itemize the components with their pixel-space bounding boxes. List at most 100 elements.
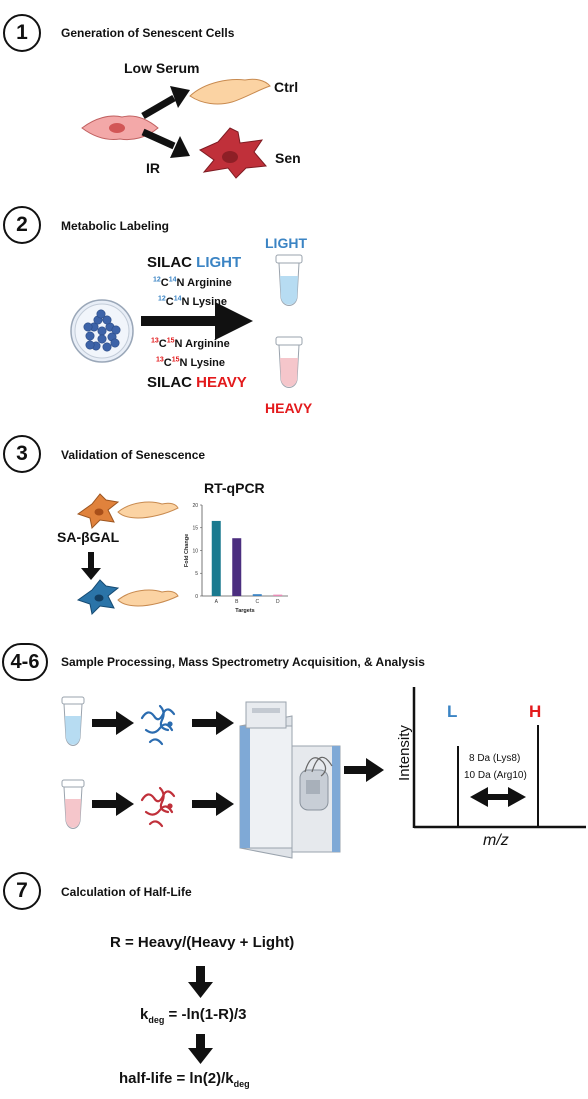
mass-spectrometer-icon	[239, 701, 341, 859]
step-1-title: Generation of Senescent Cells	[61, 26, 235, 40]
step-7-badge: 7	[3, 872, 41, 910]
tube-light-label: LIGHT	[265, 235, 307, 251]
step-7-title: Calculation of Half-Life	[61, 885, 192, 899]
light-arginine-label: 12C14N Arginine	[153, 276, 232, 289]
heavy-sample-tube-icon	[61, 779, 85, 829]
ratio-equation: R = Heavy/(Heavy + Light)	[110, 934, 295, 951]
light-peak-label: L	[447, 702, 458, 721]
iso-n: 14	[173, 295, 182, 303]
cell-dot	[85, 340, 95, 350]
arrow-to-ctrl-icon	[141, 86, 190, 120]
x-tick-label: D	[276, 599, 280, 605]
chart-y-label: Fold Change	[184, 534, 190, 567]
step-4-6-title: Sample Processing, Mass Spectrometry Acq…	[61, 655, 425, 669]
low-serum-label: Low Serum	[124, 60, 200, 76]
cell-sen-icon	[198, 127, 268, 179]
heavy-peak-label: H	[529, 702, 542, 721]
step-3-title: Validation of Senescence	[61, 448, 206, 462]
k-symbol: k	[140, 1006, 149, 1023]
iso-n: 15	[171, 356, 180, 364]
light-word: LIGHT	[196, 254, 242, 271]
carbon: C	[158, 338, 167, 350]
cell-ctrl-icon	[189, 78, 271, 105]
sa-gal-label: SA-βGAL	[57, 529, 120, 545]
cell-dot	[102, 342, 112, 352]
light-tube-icon	[275, 254, 303, 306]
heavy-tube-icon	[275, 336, 303, 388]
equation-arrows-icon	[188, 966, 213, 1064]
step-number: 2	[16, 213, 28, 236]
silac-heavy-label: SILAC HEAVY	[147, 374, 247, 391]
silac-prefix: SILAC	[147, 374, 197, 391]
carbon: C	[165, 296, 174, 308]
chart-title: RT-qPCR	[204, 480, 265, 496]
cell-dot	[97, 326, 107, 336]
deg-subscript: deg	[148, 1015, 165, 1025]
heavy-lysine-label: 13C15N Lysine	[156, 356, 225, 369]
step-4-6-badge: 4-6	[2, 643, 48, 681]
light-lysine-label: 12C14N Lysine	[158, 295, 227, 308]
y-tick-label: 10	[192, 548, 198, 554]
cell-dot	[102, 315, 112, 325]
half-life-lhs: half-life = ln(2)/k	[119, 1070, 234, 1087]
y-tick-label: 20	[192, 503, 198, 509]
iso-c: 13	[151, 337, 159, 345]
ctrl-label: Ctrl	[274, 79, 299, 95]
y-tick-label: 5	[195, 571, 198, 577]
mass-spectrum-icon	[412, 687, 586, 829]
arrow-to-sen-icon	[141, 128, 190, 158]
iso-c: 12	[158, 295, 166, 303]
labeling-arrow-icon	[141, 302, 253, 340]
chart-x-label: Targets	[235, 608, 254, 614]
cell-dot	[110, 338, 120, 348]
kdeg-equation: kdeg = -ln(1-R)/3	[140, 1006, 247, 1025]
arginine: N Arginine	[174, 338, 230, 350]
step-number: 1	[16, 21, 28, 44]
lysine: N Lysine	[179, 357, 225, 369]
heavy-arginine-label: 13C15N Arginine	[151, 337, 230, 350]
half-life-equation: half-life = ln(2)/kdeg	[119, 1070, 250, 1089]
down-arrow-icon	[81, 552, 101, 580]
cell-dot	[97, 334, 107, 344]
cell-dot	[111, 325, 121, 335]
deg-subscript: deg	[233, 1079, 250, 1089]
cell-dot	[96, 309, 106, 319]
iso-n: 15	[166, 337, 175, 345]
carbon: C	[160, 277, 169, 289]
x-tick-label: C	[255, 599, 259, 605]
step-2-title: Metabolic Labeling	[61, 219, 170, 233]
chart-bar	[232, 538, 242, 596]
chart-bar	[252, 594, 262, 596]
iso-c: 13	[156, 356, 164, 364]
cell-unstained-ctrl-icon	[117, 501, 179, 519]
carbon: C	[163, 357, 172, 369]
cell-stained-sen-icon	[76, 493, 120, 530]
iso-n: 14	[168, 276, 177, 284]
cell-normal-icon	[81, 115, 159, 141]
heavy-word: HEAVY	[196, 374, 247, 391]
mz-axis-label: m/z	[483, 832, 509, 849]
iso-c: 12	[153, 276, 161, 284]
step-1-badge: 1	[3, 14, 41, 52]
cell-blue-sen-icon	[76, 579, 120, 616]
shift-arg-label: 10 Da (Arg10)	[464, 770, 527, 781]
process-arrows-icon	[92, 711, 384, 816]
tube-heavy-label: HEAVY	[265, 400, 313, 416]
chart-bar	[273, 594, 283, 596]
kdeg-rhs: = -ln(1-R)/3	[164, 1006, 247, 1023]
step-2-badge: 2	[3, 206, 41, 244]
step-3-badge: 3	[3, 435, 41, 473]
heavy-peptides-icon	[140, 786, 176, 828]
sen-label: Sen	[275, 150, 301, 166]
cell-dot	[83, 322, 93, 332]
step-number: 7	[16, 879, 28, 902]
intensity-axis-label: Intensity	[396, 725, 413, 781]
light-sample-tube-icon	[61, 696, 85, 746]
shift-lys-label: 8 Da (Lys8)	[469, 753, 521, 764]
x-tick-label: B	[235, 599, 239, 605]
silac-prefix: SILAC	[147, 254, 197, 271]
cell-dot	[85, 331, 95, 341]
cell-cluster-icon	[83, 309, 121, 352]
